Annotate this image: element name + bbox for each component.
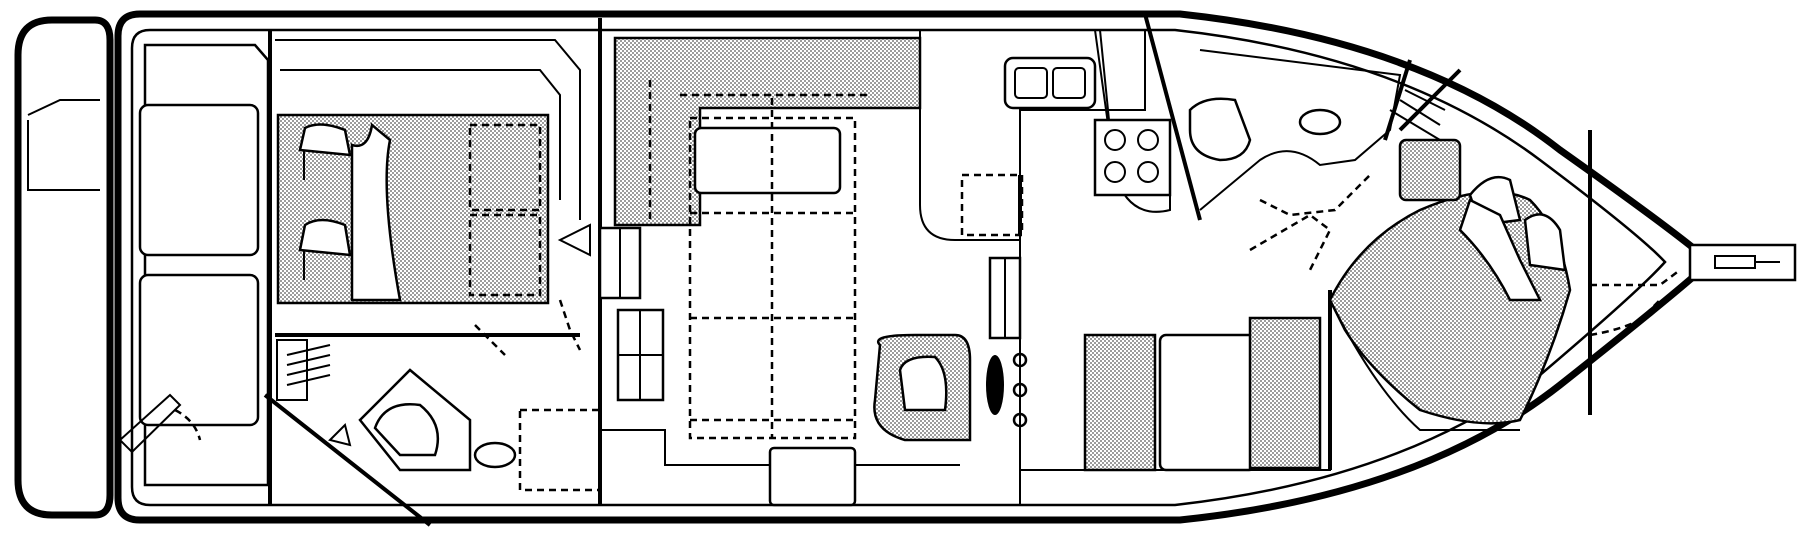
bow-pulpit	[1688, 243, 1797, 282]
swim-platform	[14, 16, 114, 519]
galley	[919, 13, 1202, 505]
vberth-stateroom	[1328, 130, 1681, 431]
galley-stove	[1093, 118, 1172, 197]
dinette	[1020, 290, 1332, 472]
cockpit-seating	[118, 43, 270, 487]
galley-sink	[1003, 56, 1097, 110]
dinette-seat-aft	[1083, 333, 1157, 472]
aft-head	[263, 299, 602, 527]
dinette-table	[1158, 333, 1257, 472]
salon	[600, 36, 1028, 507]
dinette-seat-fwd	[1248, 316, 1322, 470]
master-stateroom	[275, 39, 591, 305]
companionway-steps	[598, 226, 665, 402]
forward-head	[1188, 49, 1462, 271]
